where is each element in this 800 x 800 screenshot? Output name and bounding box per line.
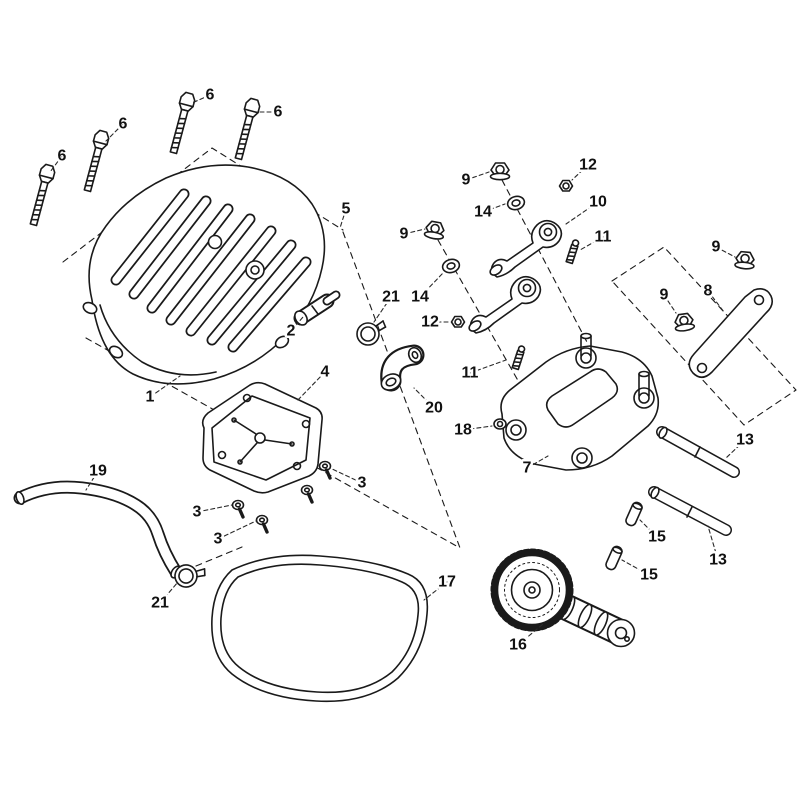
part-label-3: 3 [214,531,223,548]
leader-line-4 [295,371,326,403]
part-label-20: 20 [425,400,443,417]
part-label-15: 15 [640,567,658,584]
leader-line-9 [663,294,677,314]
part-label-6: 6 [206,87,215,104]
part-label-11: 11 [462,365,479,382]
part-label-3: 3 [193,504,202,521]
leader-line-9 [465,171,490,181]
leader-line-9 [715,246,736,258]
part-label-4: 4 [321,364,330,381]
leader-line-3 [329,467,363,484]
dowel-pin-long-2 [648,486,732,536]
camshaft [490,548,636,648]
part-label-7: 7 [523,460,532,477]
leader-line-21 [159,581,179,604]
leader-line-2 [290,316,304,332]
rocker-arms [466,219,563,334]
leader-line-3 [196,504,233,513]
leader-line-20 [413,387,435,409]
part-label-14: 14 [411,289,429,306]
part-label-6: 6 [58,148,67,165]
leader-line-15 [621,559,650,576]
part-label-19: 19 [89,463,107,480]
rocker-holder [493,332,660,471]
leader-line-6 [49,155,63,173]
leader-line-11 [579,236,604,251]
leader-line-11 [469,359,507,374]
baffle-plate [201,381,323,494]
part-label-14: 14 [474,204,492,221]
leader-line-9 [403,228,426,235]
breather-plug [293,290,341,326]
part-label-16: 16 [509,637,527,654]
leader-line-21 [373,296,392,323]
part-label-8: 8 [704,283,713,300]
leader-line-19 [85,470,99,491]
leader-line-3 [217,520,257,540]
part-label-13: 13 [709,552,727,569]
part-label-9: 9 [712,239,721,256]
part-label-1: 1 [146,389,155,406]
leader-line-17 [423,581,448,601]
part-label-9: 9 [660,287,669,304]
elbow-pipe [380,344,425,392]
part-label-15: 15 [648,529,666,546]
leader-line-15 [639,519,658,538]
leader-line-8 [707,290,725,313]
leader-line-6 [105,123,124,142]
part-label-17: 17 [438,574,456,591]
leader-line-13 [707,525,719,561]
leader-line-1 [149,375,181,398]
part-label-3: 3 [358,475,367,492]
part-label-2: 2 [287,323,296,340]
part-label-12: 12 [421,314,439,331]
part-label-13: 13 [736,432,754,449]
leader-line-14 [482,203,506,213]
dowel-pin-long-1 [656,426,740,478]
leader-line-18 [462,425,493,431]
leader-line-6 [191,94,211,104]
part-label-9: 9 [400,226,409,243]
leader-line-10 [565,201,599,225]
part-label-11: 11 [595,229,612,246]
part-label-18: 18 [454,422,472,439]
cover-fins [110,188,312,353]
part-label-5: 5 [342,201,351,218]
valve-cover [82,164,326,385]
part-label-6: 6 [119,116,128,133]
hose-clamp-upper [356,320,387,346]
leader-line-14 [419,271,445,298]
breather-hose [13,480,183,579]
stay-bracket [688,288,773,379]
leader-line-7 [526,455,549,469]
cover-gasket [211,554,429,703]
leader-line-12 [571,164,589,181]
leader-line-16 [517,623,544,646]
part-label-6: 6 [274,104,283,121]
part-label-10: 10 [589,194,607,211]
part-label-21: 21 [382,289,400,306]
part-label-12: 12 [579,157,597,174]
part-label-9: 9 [462,172,471,189]
leader-line-13 [725,439,746,459]
part-label-21: 21 [151,595,169,612]
flange-nuts [423,162,756,333]
leader-line-5 [339,208,347,229]
